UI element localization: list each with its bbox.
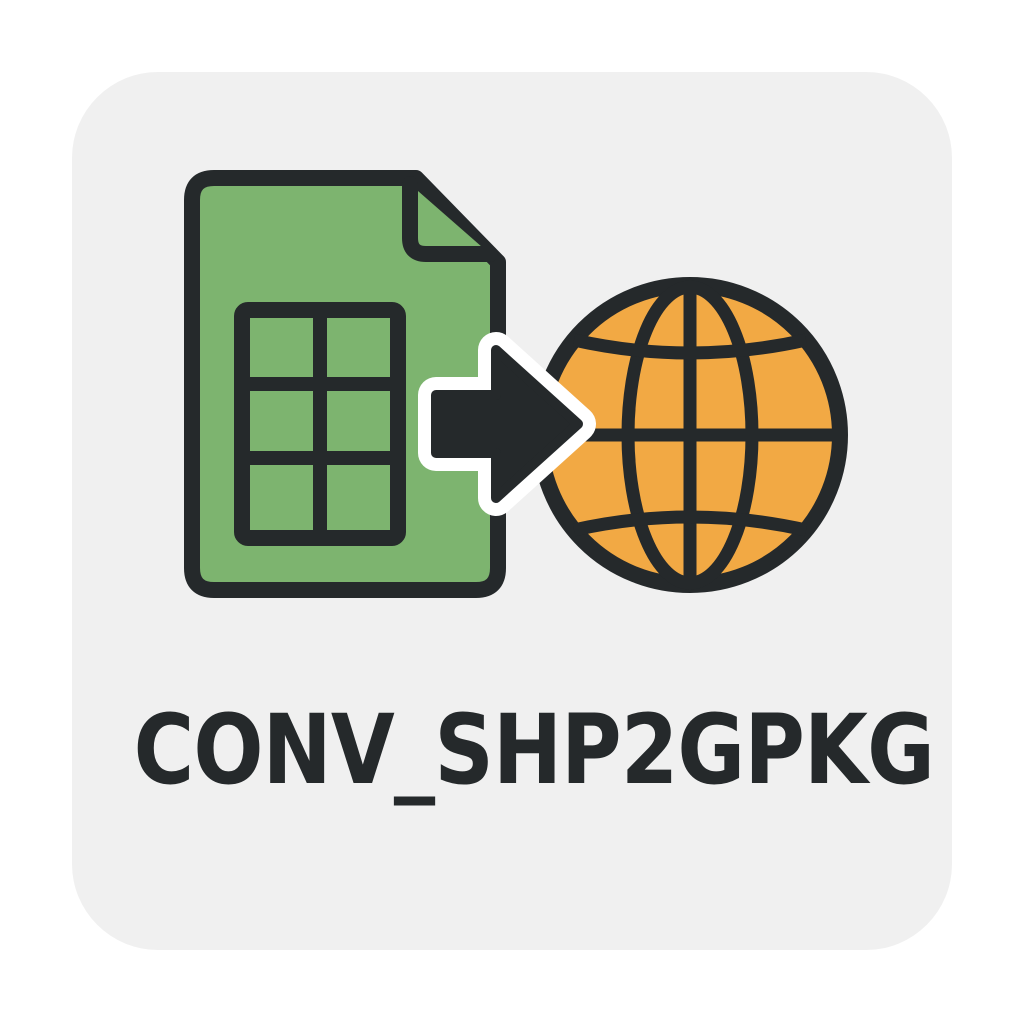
app-title: CONV_SHP2GPKG (133, 694, 935, 806)
globe-icon (532, 277, 848, 593)
spreadsheet-file-icon (184, 170, 506, 598)
grid-table-icon (234, 302, 406, 546)
arrow-right-icon (418, 332, 596, 516)
